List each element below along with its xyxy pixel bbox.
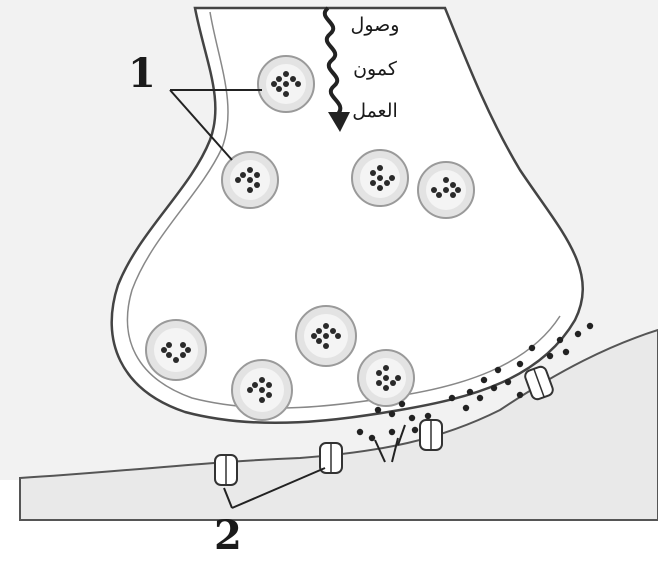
neurotransmitter-dot [389,411,395,417]
neurotransmitter-dot [425,413,431,419]
vesicle [258,56,314,112]
neurotransmitter-dot [517,361,523,367]
vesicle [296,306,356,366]
neurotransmitter-dot [412,427,418,433]
action-potential-label-line-1: وصول [330,14,420,36]
neurotransmitter-dot [467,389,473,395]
vesicle [418,162,474,218]
action-potential-label-line-2: كمون [330,58,420,80]
receptor-left [215,455,237,485]
neurotransmitter-dot [463,405,469,411]
neurotransmitter-dot [357,429,363,435]
neurotransmitter-dot [409,415,415,421]
neurotransmitter-dot [369,435,375,441]
neurotransmitter-dot [517,392,523,398]
label-1: 1 [128,50,156,97]
vesicle [232,360,292,420]
neurotransmitter-dot [481,377,487,383]
neurotransmitter-dot [563,349,569,355]
neurotransmitter-dot [491,385,497,391]
vesicle [146,320,206,380]
neurotransmitter-dot [449,395,455,401]
label-2: 2 [214,512,242,559]
vesicle [222,152,278,208]
neurotransmitter-dot [375,407,381,413]
neurotransmitter-dot [505,379,511,385]
neurotransmitter-dot [529,345,535,351]
neurotransmitter-dot [389,429,395,435]
neurotransmitter-dot [477,395,483,401]
neurotransmitter-dot [399,401,405,407]
neurotransmitter-dot [587,323,593,329]
receptor-center [420,420,442,450]
neurotransmitter-dot [575,331,581,337]
vesicle [358,350,414,406]
neurotransmitter-dot [547,353,553,359]
neurotransmitter-dot [557,337,563,343]
action-potential-label-line-3: العمل [330,100,420,122]
vesicle [352,150,408,206]
neurotransmitter-dot [495,367,501,373]
